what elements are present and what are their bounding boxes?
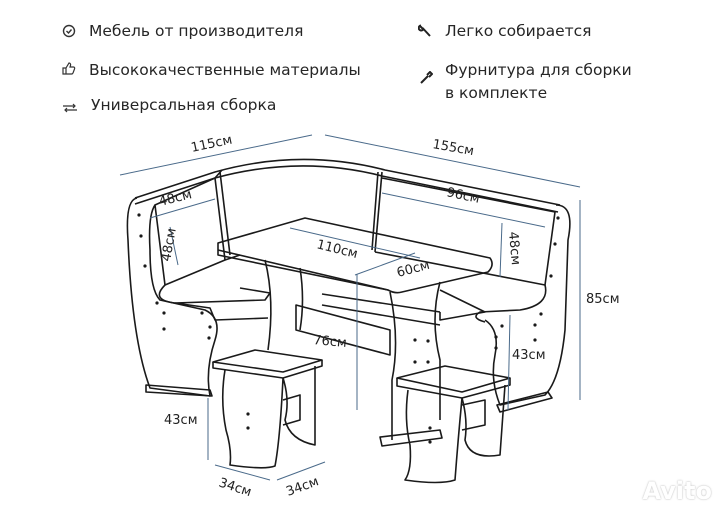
dim-left-back-height: 48см (159, 227, 180, 263)
dim-total-height: 85см (586, 292, 620, 307)
dim-table-height: 76см (313, 333, 348, 351)
dim-right-back-width: 96см (445, 185, 481, 207)
feature-text: Универсальная сборка (91, 96, 277, 114)
dim-seat-height: 43см (512, 348, 546, 363)
feature-text: в комплекте (445, 84, 548, 102)
dim-bench-right-length: 155см (431, 137, 475, 159)
feature-text: Мебель от производителя (89, 22, 304, 40)
wrench-icon (417, 23, 434, 39)
swap-arrows-icon (62, 98, 78, 114)
dim-stool-height: 43см (164, 413, 198, 428)
dim-stool-depth: 34см (284, 474, 321, 500)
feature-text: Фурнитура для сборки (445, 61, 632, 79)
check-circle-icon (62, 23, 78, 39)
dim-right-back-height: 48см (505, 231, 523, 266)
dim-table-length: 110см (315, 237, 359, 262)
feature-text: Легко собирается (445, 22, 592, 40)
dim-table-width: 60см (395, 258, 431, 281)
screwdriver-icon (419, 70, 435, 86)
feature-text: Высококачественные материалы (89, 61, 361, 79)
avito-watermark: Avito (642, 477, 712, 505)
thumbs-up-icon (61, 61, 77, 77)
dim-stool-width: 34см (217, 476, 253, 501)
